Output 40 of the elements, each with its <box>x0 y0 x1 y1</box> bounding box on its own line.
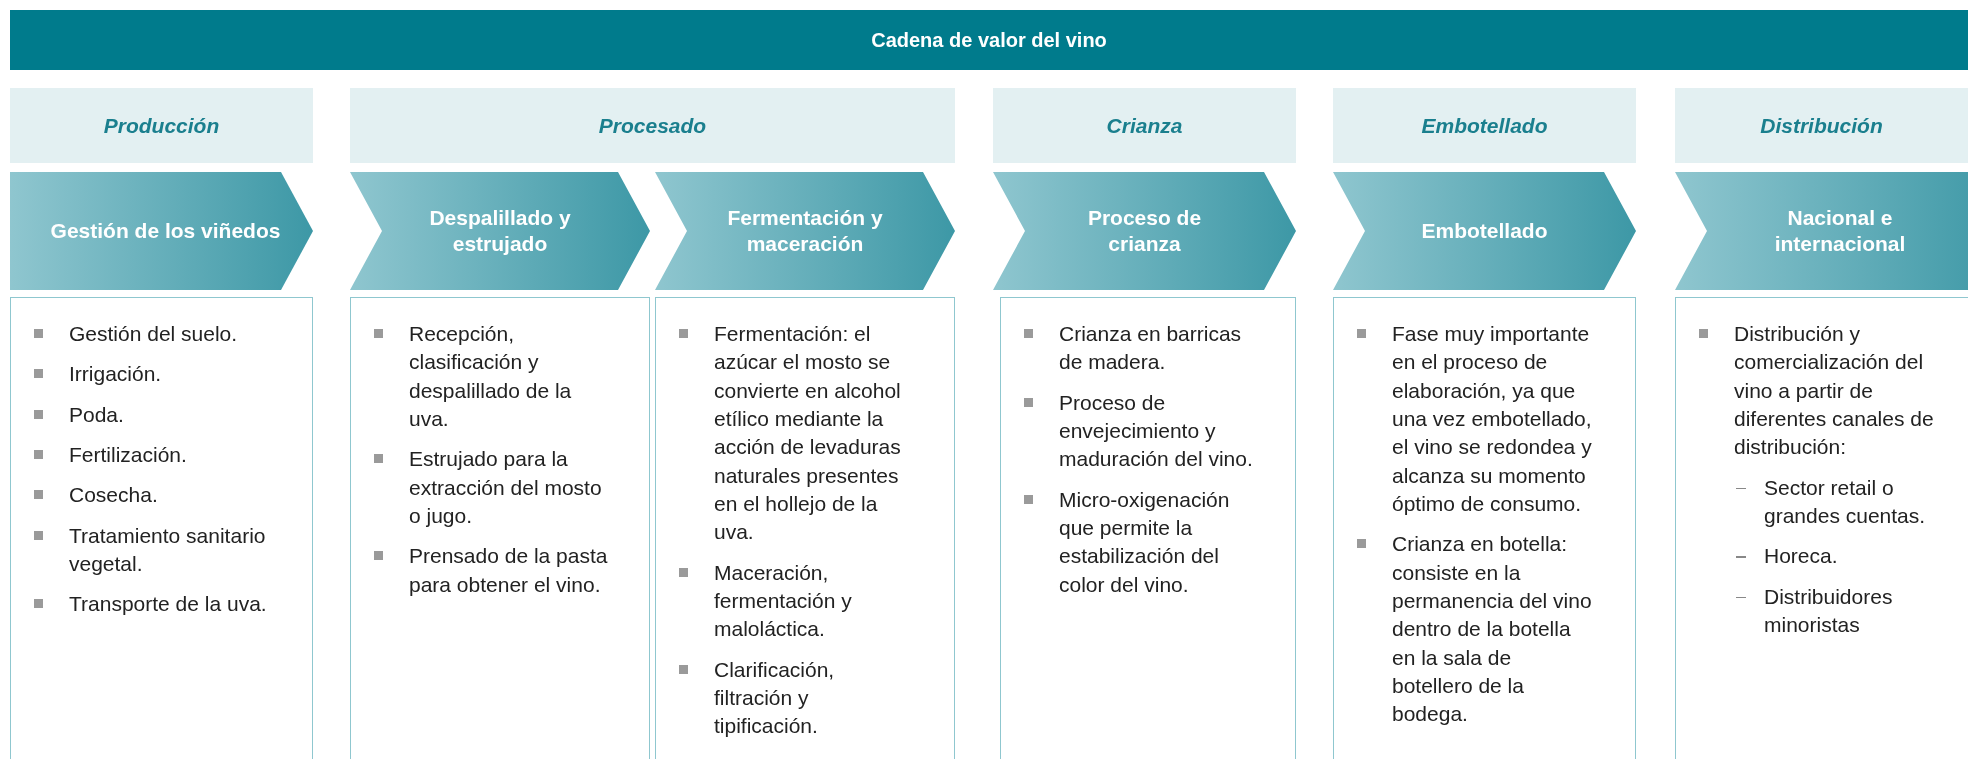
stage-header: Crianza <box>993 88 1296 163</box>
bullet-item: Sector retail o grandes cuentas. <box>1696 473 1944 531</box>
bullet-item: Gestión del suelo. <box>31 320 272 349</box>
stage-header: Producción <box>10 88 313 163</box>
bullet-item: Micro-oxigenación que permite la estabilización del color del vino. <box>1021 485 1255 600</box>
bullet-item: Proceso de envejecimiento y maduración del vino. <box>1021 388 1255 474</box>
bullet-item: Cosecha. <box>31 481 272 510</box>
bullet-item: Fertilización. <box>31 441 272 470</box>
list-panel <box>655 297 955 759</box>
list-panel <box>10 297 313 759</box>
title-banner: Cadena de valor del vino <box>10 10 1968 70</box>
stage-header: Procesado <box>350 88 955 163</box>
bullet-item: Transporte de la uva. <box>31 590 272 619</box>
bullet-item: Fermentación: el azúcar el mosto se convierte en alcohol etílico mediante la acción de levaduras naturales presentes en el hollejo de la uva. <box>676 320 914 547</box>
stage-label: Despalillado y estrujado <box>428 204 572 257</box>
bullet-item: Tratamiento sanitario vegetal. <box>31 521 272 579</box>
bullet-item: Irrigación. <box>31 360 272 389</box>
list-panel <box>1000 297 1296 759</box>
bullet-item: Maceración, fermentación y maloláctica. <box>676 558 914 644</box>
bullet-item: Distribuidores minoristas <box>1696 582 1944 640</box>
list-panel <box>1675 297 1968 759</box>
stage-label: Proceso de crianza <box>1086 204 1203 257</box>
bullet-item: Horeca. <box>1696 542 1944 571</box>
bullet-item: Prensado de la pasta para obtener el vino. <box>371 542 609 600</box>
stage-label: Nacional e internacional <box>1773 204 1907 257</box>
stage-label: Fermentación y maceración <box>726 204 884 257</box>
stage-label: Embotellado <box>1420 218 1549 244</box>
bullet-item: Distribución y comercialización del vino a partir de diferentes canales de distribución: <box>1696 320 1944 462</box>
bullet-item: Recepción, clasificación y despalillado de la uva. <box>371 320 609 434</box>
bullet-item: Estrujado para la extracción del mosto o jugo. <box>371 445 609 531</box>
bullet-item: Crianza en barricas de madera. <box>1021 320 1255 377</box>
bullet-item: Poda. <box>31 400 272 430</box>
list-panel <box>350 297 650 759</box>
stage-header: Distribución <box>1675 88 1968 163</box>
bullet-item: Fase muy importante en el proceso de elaboración, ya que una vez embotellado, el vino se redondea y alcanza su momento óptimo de consumo. <box>1354 320 1595 519</box>
bullet-item: Clarificación, filtración y tipificación. <box>676 655 914 741</box>
bullet-item: Crianza en botella: consiste en la permanencia del vino dentro de la botella en la sala de botellero de la bodega. <box>1354 530 1595 729</box>
stage-header: Embotellado <box>1333 88 1636 163</box>
list-panel <box>1333 297 1636 759</box>
stage-label: Gestión de los viñedos <box>49 218 282 244</box>
